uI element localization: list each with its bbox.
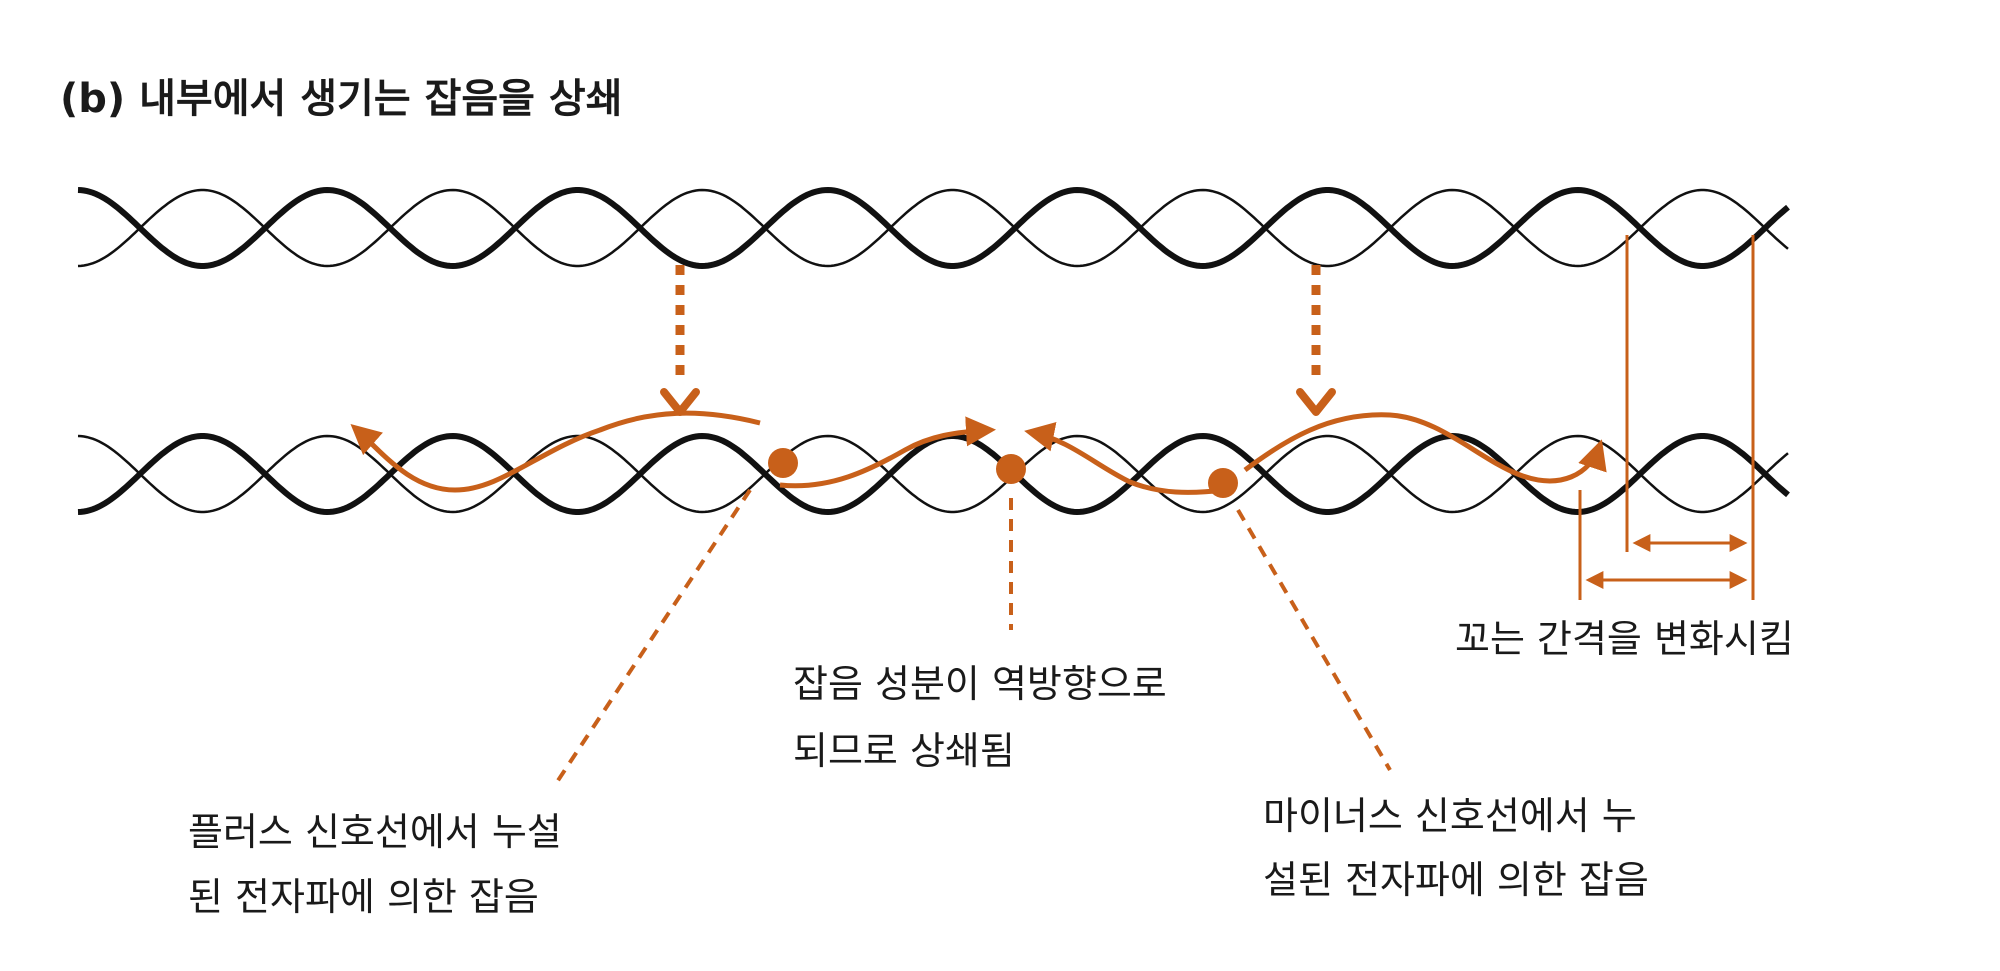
diagram-title: (b) 내부에서 생기는 잡음을 상쇄	[60, 76, 623, 122]
bottom-wire-thin	[77, 434, 1789, 514]
leader-minus	[1236, 508, 1392, 772]
leader-plus	[553, 488, 752, 787]
label-cancel-line2: 되므로 상쇄됨	[793, 729, 1015, 773]
noise-source-dot-minus	[1208, 468, 1238, 498]
bottom-twisted-pair	[77, 432, 1790, 516]
noise-path-center-right	[1024, 422, 1226, 495]
label-minus-line1: 마이너스 신호선에서 누	[1263, 794, 1637, 838]
induction-arrow-right	[1296, 265, 1336, 416]
induction-arrow-left	[660, 265, 700, 416]
noise-path-center-left	[779, 416, 996, 489]
twist-pitch-dimension	[1578, 235, 1755, 600]
label-plus-line1: 플러스 신호선에서 누설	[188, 810, 562, 854]
top-wire-thick	[77, 186, 1790, 270]
label-minus-line2: 설된 전자파에 의한 잡음	[1263, 858, 1649, 902]
label-plus-line2: 된 전자파에 의한 잡음	[188, 875, 539, 919]
top-twisted-pair	[77, 186, 1790, 270]
noise-source-dot-center	[996, 454, 1026, 484]
top-wire-thin	[77, 188, 1789, 268]
noise-source-dot-plus	[768, 448, 798, 478]
noise-path-right	[1243, 412, 1607, 484]
label-twist-pitch: 꼬는 간격을 변화시킴	[1455, 617, 1794, 661]
bottom-wire-thick	[77, 432, 1790, 516]
noise-path-left	[350, 410, 761, 493]
label-cancel-line1: 잡음 성분이 역방향으로	[793, 662, 1167, 706]
